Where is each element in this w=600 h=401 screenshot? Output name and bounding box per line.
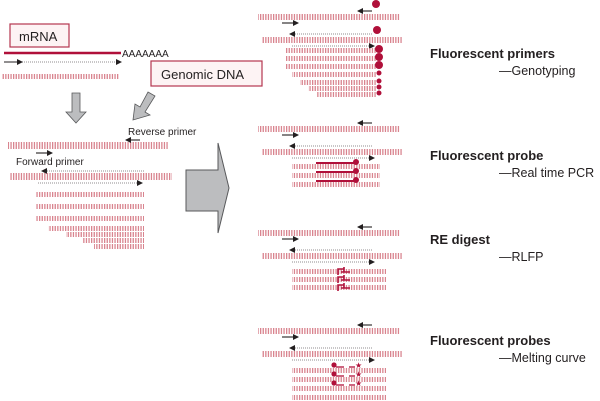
panel-title: Fluorescent probes [430,333,551,348]
panel-hybridization-probes: Fluorescent probes—Melting curve★★★ [258,322,586,400]
amplicon-strand [292,368,386,373]
amplicon-strand [48,226,144,231]
template-strand [8,142,168,149]
fluorophore-icon [375,53,383,61]
template-strand [258,126,400,132]
fluorophore-icon [373,26,381,34]
amplicon-strand [292,164,380,169]
restriction-site-icon [337,275,350,283]
amplicon-strand [316,92,376,97]
restriction-site-icon [337,267,350,275]
panel-subtitle: —RLFP [499,250,543,264]
template-strand-2 [10,173,172,180]
amplicon-strand [82,238,144,243]
amplicon-strand [286,64,376,69]
amplicon-strand [292,285,386,290]
fluorophore-icon [375,61,383,69]
restriction-site-icon [337,283,350,291]
fluorophore-icon [375,45,383,53]
forward-primer-label: Forward primer [16,157,84,168]
template-strand [262,253,402,259]
panel-subtitle: —Real time PCR [499,166,594,180]
amplicon-strand [292,395,386,400]
amplicon-stack [36,192,144,249]
fluorophore-icon [376,70,382,76]
amplicon-strand [300,80,376,85]
fluorophore-icon [353,177,359,183]
template-strand [258,14,400,20]
fluorophore-icon [353,168,359,174]
amplicon-strand [292,72,376,77]
fluorophore-icon [376,90,382,96]
panel-title: RE digest [430,232,491,247]
star-icon: ★ [355,379,362,388]
template-strand [262,149,402,155]
panel-title: Fluorescent probe [430,148,543,163]
diagonal-arrow-icon [132,91,156,121]
amplicon-strand [292,377,386,382]
amplicon-strand [286,48,376,53]
amplicon-strand [292,277,386,282]
down-arrow-icon [65,92,87,124]
reverse-primer-label: Reverse primer [128,127,197,138]
mrna-label: mRNA [19,29,58,44]
panel-subtitle: —Melting curve [499,351,586,365]
amplicon-strand [286,56,376,61]
fluorophore-icon [331,362,337,368]
cdna-strand [2,74,119,79]
amplicon-strand [308,86,376,91]
panel-hydrolysis-probe: Fluorescent probe —Real time PCR [258,120,594,187]
panel-title: Fluorescent primers [430,46,555,61]
fluorophore-icon [376,78,382,84]
fluorophore-icon [353,159,359,165]
template-strand [258,230,400,236]
amplicon-strand [36,204,144,209]
panel-fluorescent-primer: Fluorescent primers —Genotyping [258,0,575,97]
fluorophore-icon [331,371,337,377]
panel-subtitle: —Genotyping [499,64,575,78]
star-icon: ★ [355,361,362,370]
big-right-arrow-icon [185,142,230,234]
template-strand [258,328,400,334]
template-strand [262,351,402,357]
amplicon-strand [292,386,386,391]
fluorophore-icon [376,84,382,90]
amplicon-strand [66,232,144,237]
fluorophore-icon [372,0,380,8]
poly-a-tail: AAAAAAA [122,49,169,60]
genomic-dna-label: Genomic DNA [161,67,244,82]
amplicon-strand [36,192,144,197]
amplicon-strand [292,269,386,274]
template-strand [262,37,402,43]
star-icon: ★ [355,370,362,379]
mrna-label-box: mRNA [9,23,70,48]
amplicon-strand [36,216,144,221]
genomic-dna-label-box: Genomic DNA [150,60,263,87]
amplicon-strand [292,182,380,187]
amplicon-strand [292,173,380,178]
panel-restriction-site: RE digest —RLFP [258,224,543,291]
fluorophore-icon [331,380,337,386]
amplicon-strand [94,244,144,249]
